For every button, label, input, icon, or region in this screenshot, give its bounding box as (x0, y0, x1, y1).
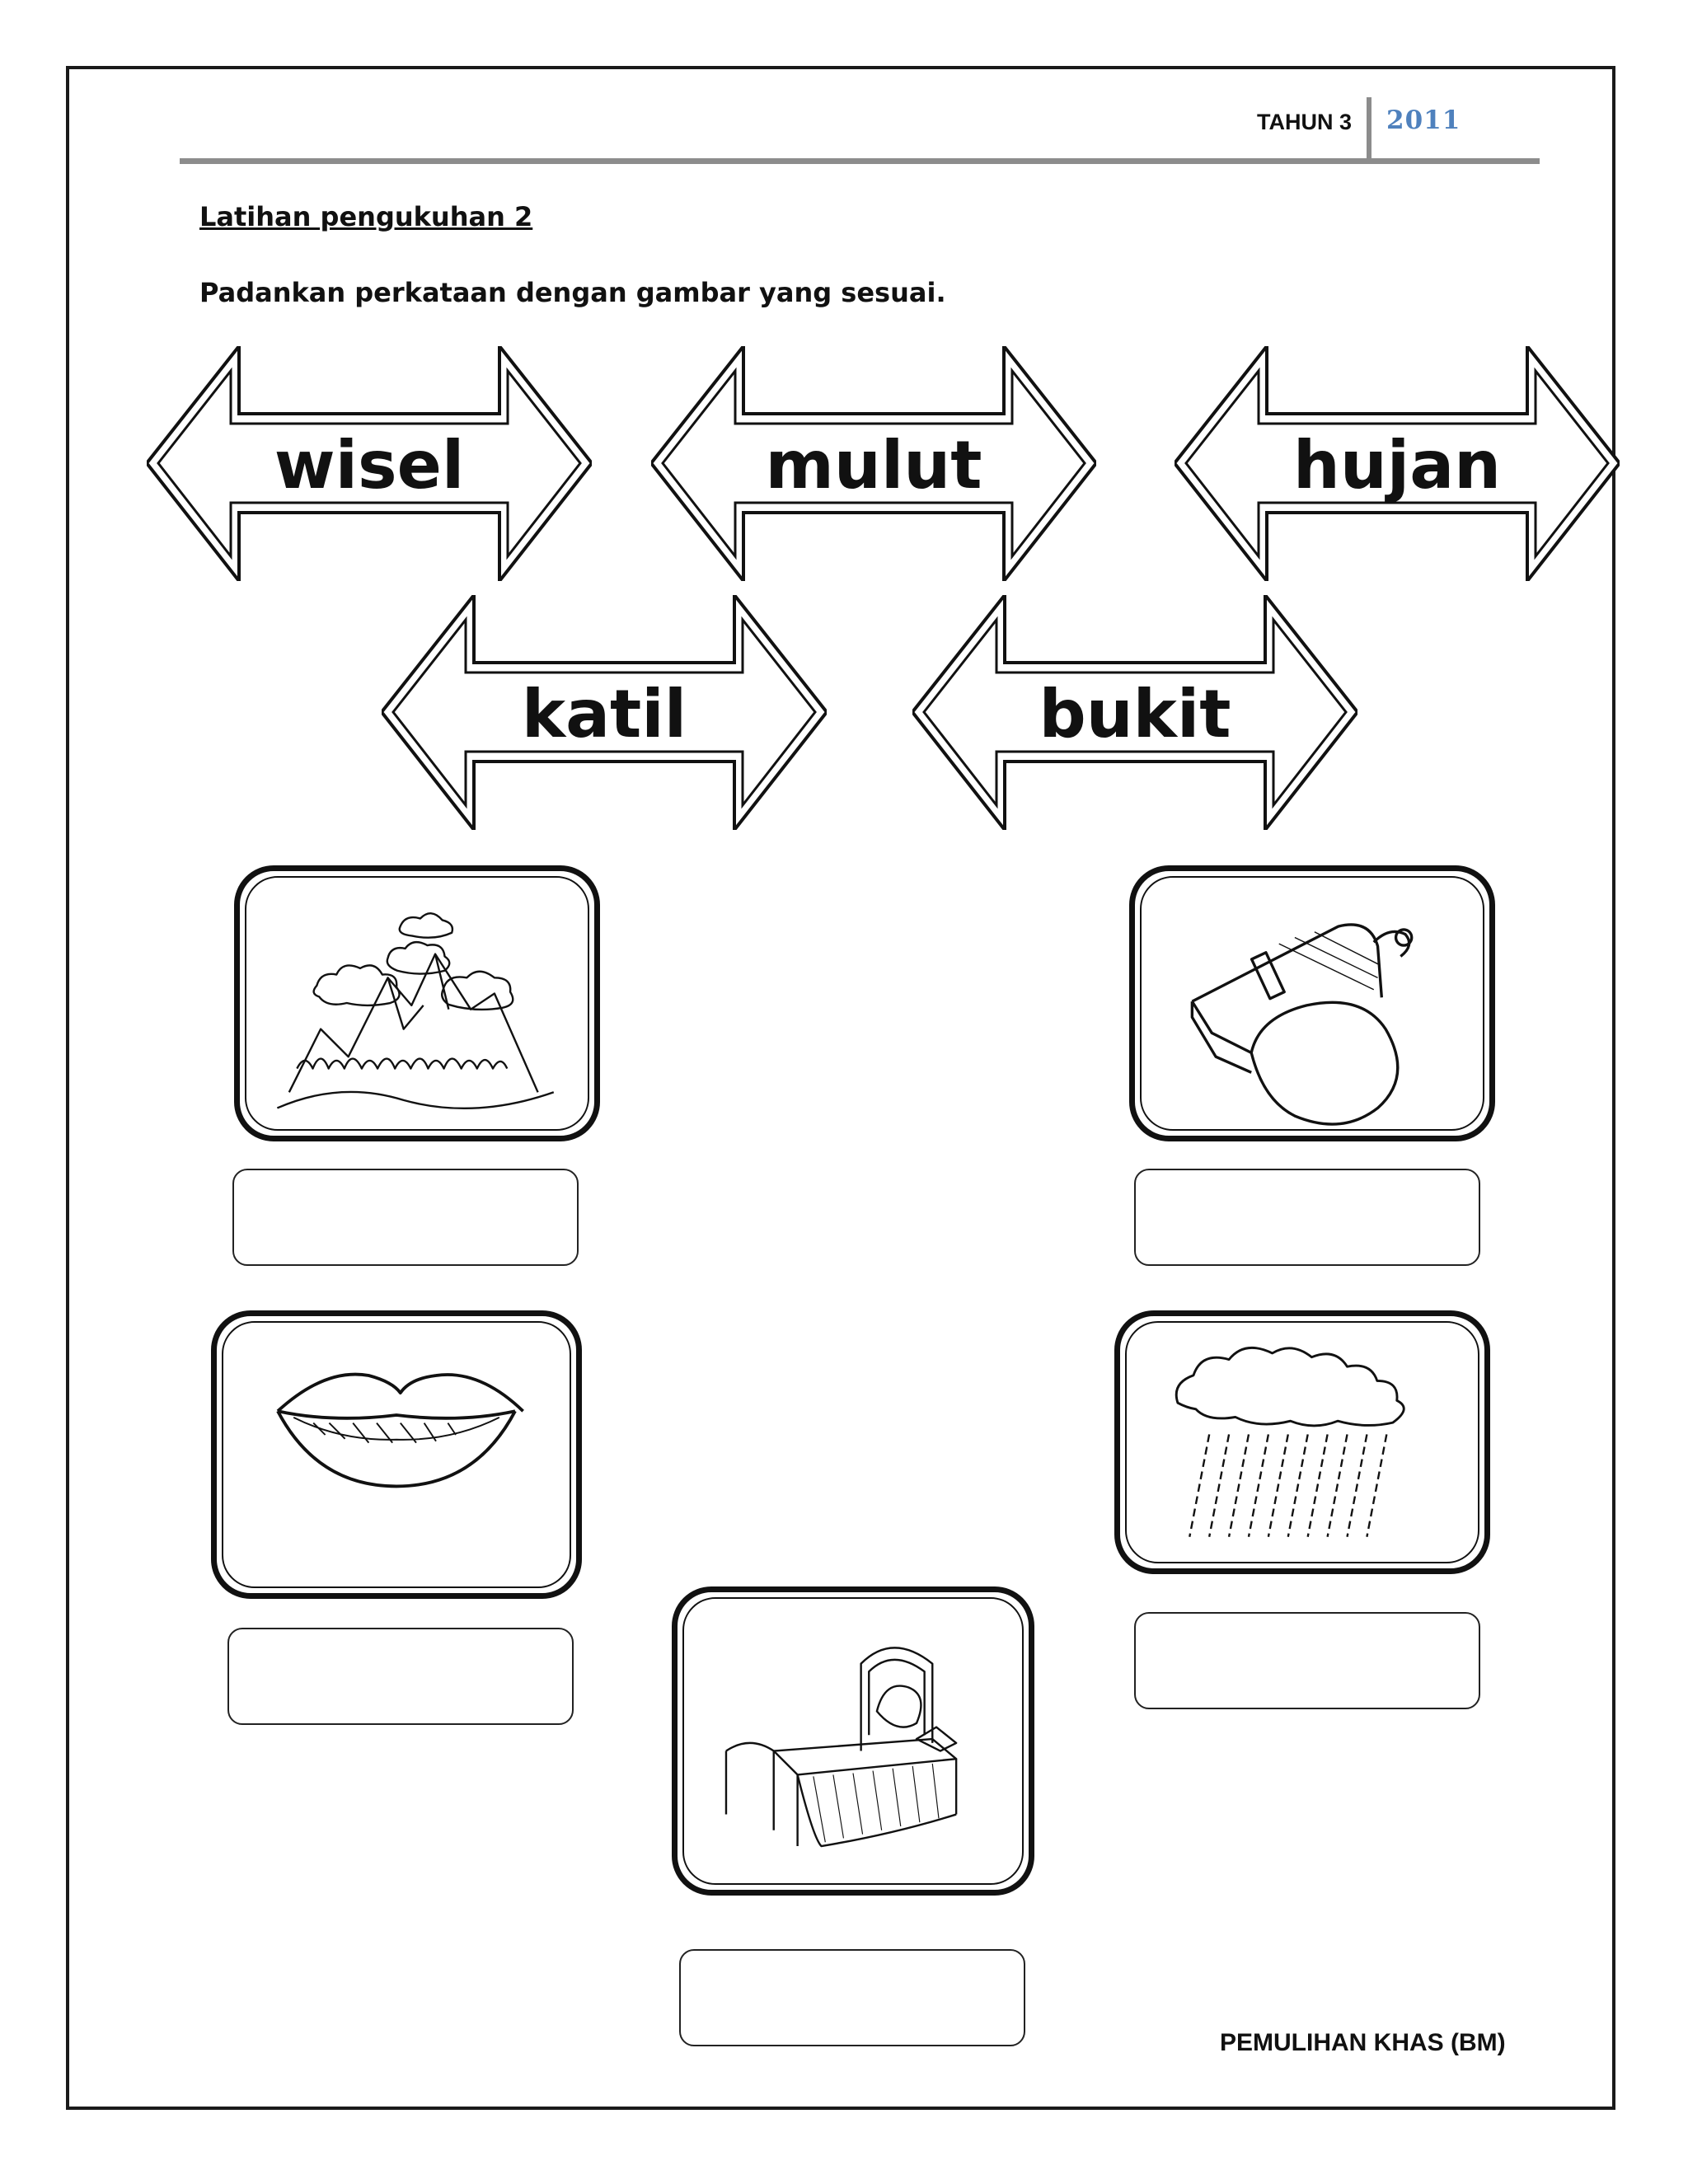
picture-card-lips[interactable] (211, 1310, 582, 1599)
header-grade: TAHUN 3 (1256, 110, 1352, 134)
header-year: 2011 (1386, 105, 1461, 135)
word-bukit: bukit (1039, 676, 1231, 752)
answer-box-whistle[interactable] (1134, 1169, 1480, 1266)
answer-box-lips[interactable] (227, 1628, 574, 1725)
page-border (66, 66, 1615, 2110)
word-arrow-hujan[interactable]: hujan (1175, 346, 1620, 581)
bed-icon (724, 1647, 958, 1848)
answer-box-rain[interactable] (1134, 1612, 1480, 1709)
hill-icon (276, 912, 555, 1110)
word-mulut: mulut (766, 427, 982, 504)
word-arrow-bukit[interactable]: bukit (912, 595, 1357, 830)
word-katil: katil (522, 676, 687, 752)
word-hujan: hujan (1293, 427, 1501, 504)
footer-label: PEMULIHAN KHAS (BM) (1220, 2029, 1506, 2056)
section-title: Latihan pengukuhan 2 (199, 201, 533, 232)
header-rule (180, 158, 1540, 164)
answer-box-bed[interactable] (679, 1949, 1025, 2046)
rain-cloud-icon (1175, 1346, 1405, 1537)
word-arrow-katil[interactable]: katil (382, 595, 827, 830)
header-divider (1367, 97, 1372, 163)
word-arrow-wisel[interactable]: wisel (147, 346, 592, 581)
word-arrow-mulut[interactable]: mulut (651, 346, 1096, 581)
picture-card-rain[interactable] (1114, 1310, 1490, 1574)
picture-card-bed[interactable] (672, 1586, 1034, 1896)
instruction: Padankan perkataan dengan gambar yang se… (199, 277, 946, 308)
picture-card-whistle[interactable] (1129, 865, 1495, 1141)
picture-card-hill[interactable] (234, 865, 600, 1141)
word-wisel: wisel (274, 427, 465, 504)
answer-box-hill[interactable] (232, 1169, 579, 1266)
lips-icon (276, 1372, 524, 1488)
whistle-icon (1190, 923, 1414, 1126)
